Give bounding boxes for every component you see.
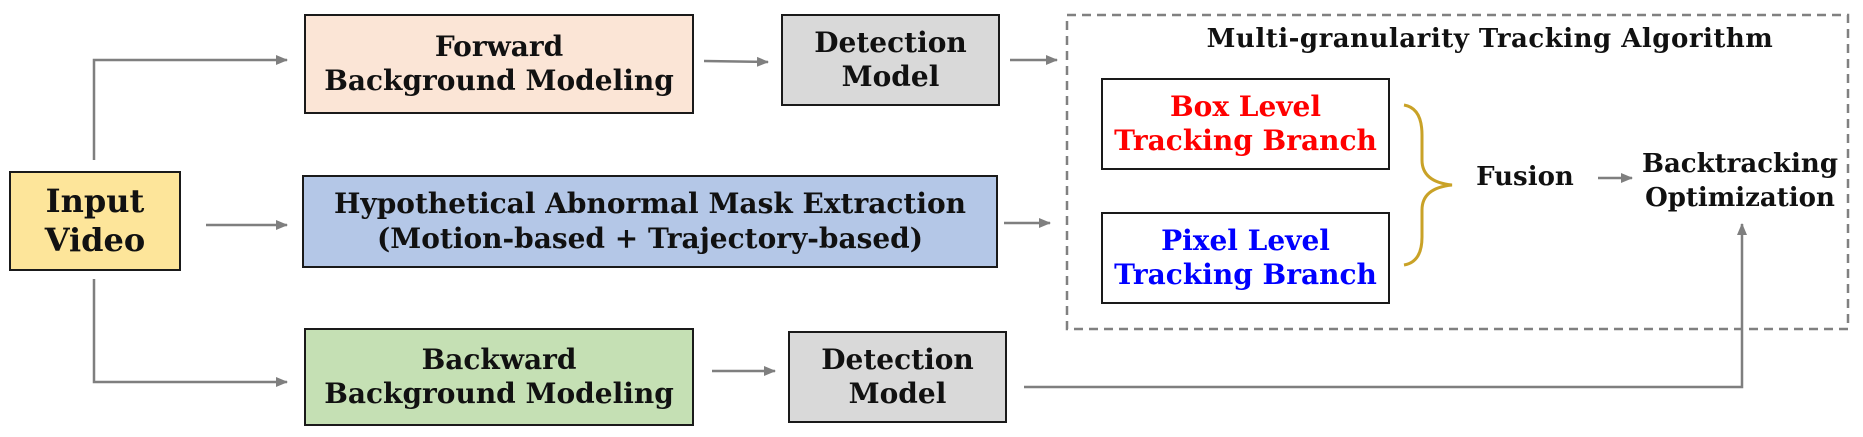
- tracking-title: Multi-granularity Tracking Algorithm: [1206, 24, 1774, 54]
- brace-icon: [1403, 103, 1453, 267]
- input-video-box: Input Video: [9, 171, 181, 271]
- box-level-line2: Tracking Branch: [1114, 124, 1377, 157]
- input-video-line2: Video: [44, 221, 146, 259]
- mask-extraction-box: Hypothetical Abnormal Mask Extraction (M…: [302, 175, 998, 268]
- detection-top-line2: Model: [841, 60, 940, 93]
- backtracking-line2: Optimization: [1645, 182, 1835, 213]
- backward-background-modeling-box: Backward Background Modeling: [304, 328, 694, 426]
- detection-top-line1: Detection: [814, 25, 967, 59]
- backward-line1: Backward: [421, 342, 577, 376]
- detection-bottom-line1: Detection: [821, 342, 974, 376]
- pixel-level-tracking-box: Pixel Level Tracking Branch: [1101, 212, 1390, 304]
- arrow-forward-to-detection: [703, 56, 769, 67]
- forward-line2: Background Modeling: [324, 64, 674, 97]
- input-video-line1: Input: [45, 181, 145, 220]
- backtracking-line1: Backtracking: [1641, 149, 1839, 179]
- detection-bottom-line2: Model: [848, 377, 947, 410]
- detection-model-bottom-box: Detection Model: [788, 331, 1007, 423]
- pixel-level-line1: Pixel Level: [1161, 223, 1330, 257]
- box-level-line1: Box Level: [1169, 89, 1321, 123]
- arrow-input-to-backward: [92, 279, 288, 387]
- backtracking-optimization-label: Backtracking Optimization: [1640, 148, 1840, 216]
- forward-line1: Forward: [434, 29, 564, 63]
- box-level-tracking-box: Box Level Tracking Branch: [1101, 78, 1390, 170]
- fusion-label: Fusion: [1476, 162, 1574, 192]
- arrow-input-to-forward: [92, 55, 288, 160]
- detection-model-top-box: Detection Model: [781, 14, 1000, 106]
- tracking-region-border: [1065, 13, 1850, 331]
- backward-line2: Background Modeling: [324, 377, 674, 410]
- mask-line1: Hypothetical Abnormal Mask Extraction: [333, 187, 967, 221]
- forward-background-modeling-box: Forward Background Modeling: [304, 14, 694, 114]
- mask-line2: (Motion-based + Trajectory-based): [376, 221, 924, 255]
- pixel-level-line2: Tracking Branch: [1114, 258, 1377, 291]
- arrow-detection-to-backtracking: [1024, 223, 1747, 389]
